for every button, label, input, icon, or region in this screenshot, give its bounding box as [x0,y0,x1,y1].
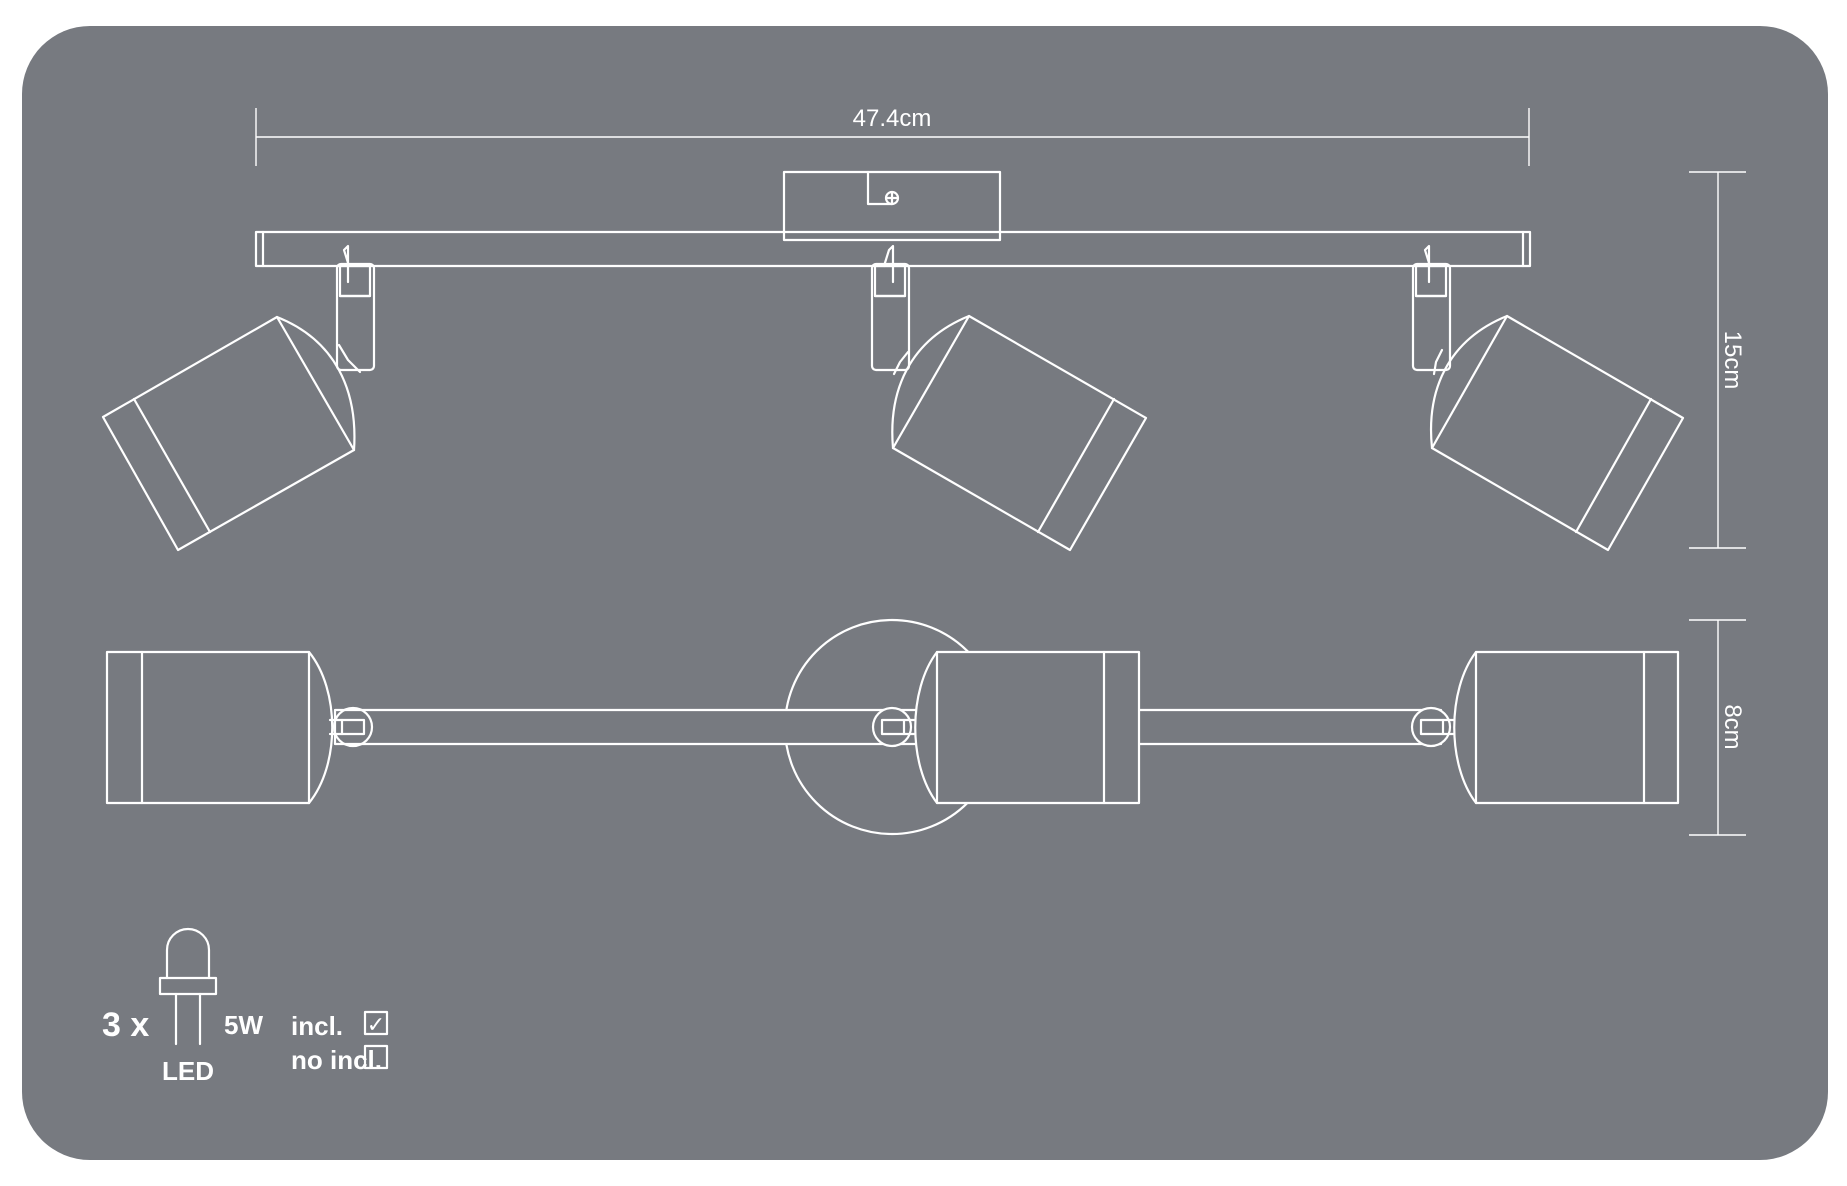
bulb-count: 3 x [102,1006,149,1044]
width-label: 47.4cm [853,105,932,132]
checkbox-checked-icon [363,1010,389,1036]
height-dimension: 15cm [1689,171,1746,549]
checkbox-empty-icon [363,1044,389,1070]
spotlight-3 [1411,244,1685,552]
bulb-type: LED [162,1056,214,1086]
canopy-box [782,170,1002,242]
check-mark: ✓ [367,1013,385,1038]
depth-dimension: 8cm [1689,619,1746,836]
top-shade-3 [1410,650,1680,805]
depth-label: 8cm [1719,704,1746,749]
top-view [105,618,1680,836]
top-shade-1 [105,650,374,805]
included-label: incl. [291,1011,343,1041]
front-view [101,170,1685,552]
not-included-label: no incl. [291,1045,382,1075]
led-bulb-icon [158,927,218,1046]
product-drawing-panel [22,26,1828,1160]
spotlight-2 [870,244,1148,552]
width-dimension: 47.4cm [255,105,1530,166]
spotlight-1 [101,244,376,552]
top-shade-2 [871,650,1141,805]
height-label: 15cm [1719,331,1746,390]
spec-legend: 3 x LED 5W incl. ✓ no incl. [102,927,389,1086]
bulb-wattage: 5W [224,1010,263,1040]
